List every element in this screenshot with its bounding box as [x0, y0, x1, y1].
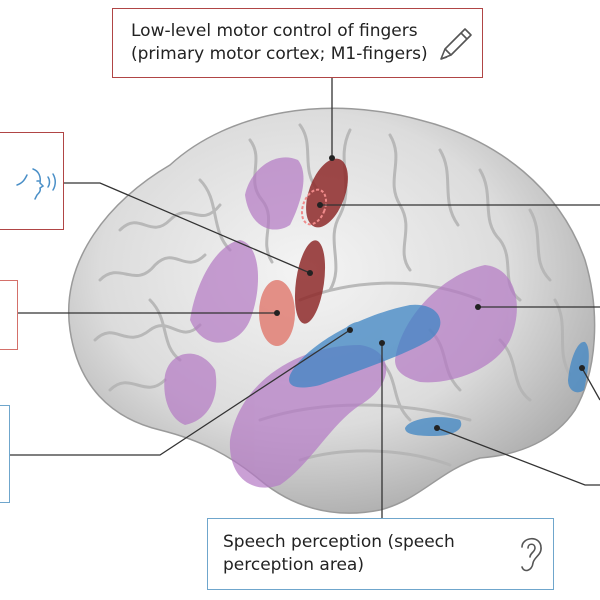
leader-line-speech-icon	[64, 182, 311, 274]
m1-fingers-subregion-outline	[300, 188, 328, 226]
leader-line-occipital	[581, 367, 600, 401]
purple-regions	[164, 157, 517, 488]
premotor-label-box	[0, 280, 18, 350]
blue-region-small	[342, 321, 368, 339]
motor-fingers-label: Low-level motor control of fingers (prim…	[131, 21, 428, 64]
blue-region-occipital	[568, 341, 589, 393]
leader-lines	[10, 78, 600, 518]
blue-regions	[289, 304, 589, 436]
speaking-head-icon	[16, 168, 56, 200]
leader-dots	[274, 155, 585, 431]
blue-region-superior-temporal	[289, 304, 441, 388]
m1-larynx-region	[294, 240, 326, 324]
leader-line-inferior-temporal	[436, 427, 600, 486]
purple-region-frontal-lower	[190, 240, 259, 343]
speech-perception-label-box: Speech perception (speech perception are…	[207, 518, 554, 590]
motor-fingers-label-box: Low-level motor control of fingers (prim…	[112, 8, 483, 78]
purple-region-inferior-frontal	[164, 353, 217, 425]
blue-region-label-box	[0, 405, 10, 503]
pencil-icon	[440, 28, 472, 60]
purple-region-frontal-upper	[245, 157, 304, 230]
leader-line-left-blue	[10, 329, 351, 456]
m1-fingers-region	[306, 158, 348, 228]
purple-region-parietal	[395, 265, 517, 383]
speech-perception-label: Speech perception (speech perception are…	[223, 532, 455, 575]
speech-production-label-box	[0, 132, 64, 230]
ear-icon	[521, 537, 542, 572]
purple-region-temporal	[229, 345, 387, 488]
